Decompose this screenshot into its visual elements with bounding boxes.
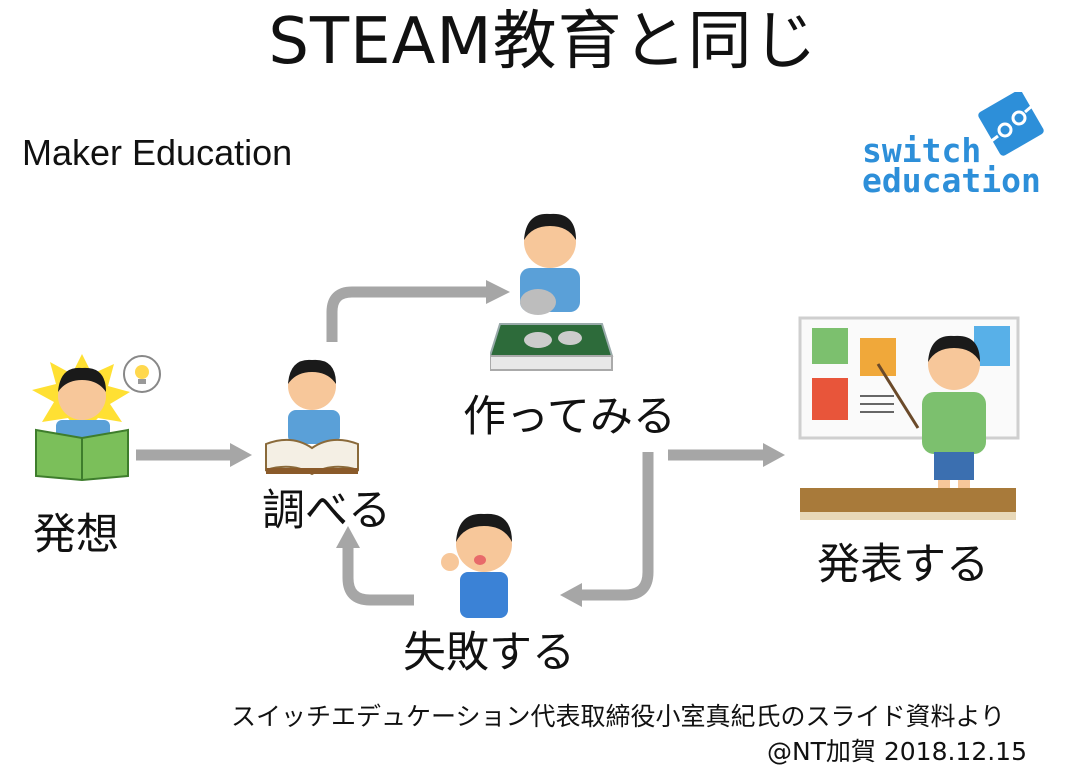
arrowhead-present	[763, 443, 785, 467]
arrowhead-make	[486, 280, 510, 304]
present-illustration	[798, 316, 1020, 520]
arrowhead-back-research	[336, 526, 360, 548]
arrow-fail-to-research	[342, 545, 414, 606]
make-illustration	[490, 213, 614, 371]
step-label-research: 調べる	[262, 486, 391, 536]
switch-education-logo: switch education	[862, 92, 1052, 197]
footer-credit: @NT加賀 2018.12.15	[766, 737, 1027, 766]
step-label-fail: 失敗する	[403, 628, 575, 678]
arrow-make-to-fail	[580, 452, 654, 601]
idea-illustration	[32, 354, 161, 482]
footer-source: スイッチエデュケーション代表取締役小室真紀氏のスライド資料より	[230, 702, 1005, 731]
page-title: STEAM教育と同じ	[268, 5, 818, 79]
arrow-research-to-make	[326, 286, 488, 342]
arrowhead-fail	[560, 583, 582, 607]
step-label-make: 作ってみる	[463, 392, 676, 442]
page-subtitle: Maker Education	[22, 132, 293, 173]
logo-text-education: education	[862, 161, 1041, 200]
logo-mark-icon	[978, 92, 1044, 156]
fail-illustration	[441, 513, 512, 618]
logo-text-switch: switch	[862, 131, 982, 170]
arrowhead-research	[230, 443, 252, 467]
research-illustration	[265, 359, 359, 476]
step-label-idea: 発想	[33, 510, 119, 560]
step-label-present: 発表する	[817, 540, 989, 590]
